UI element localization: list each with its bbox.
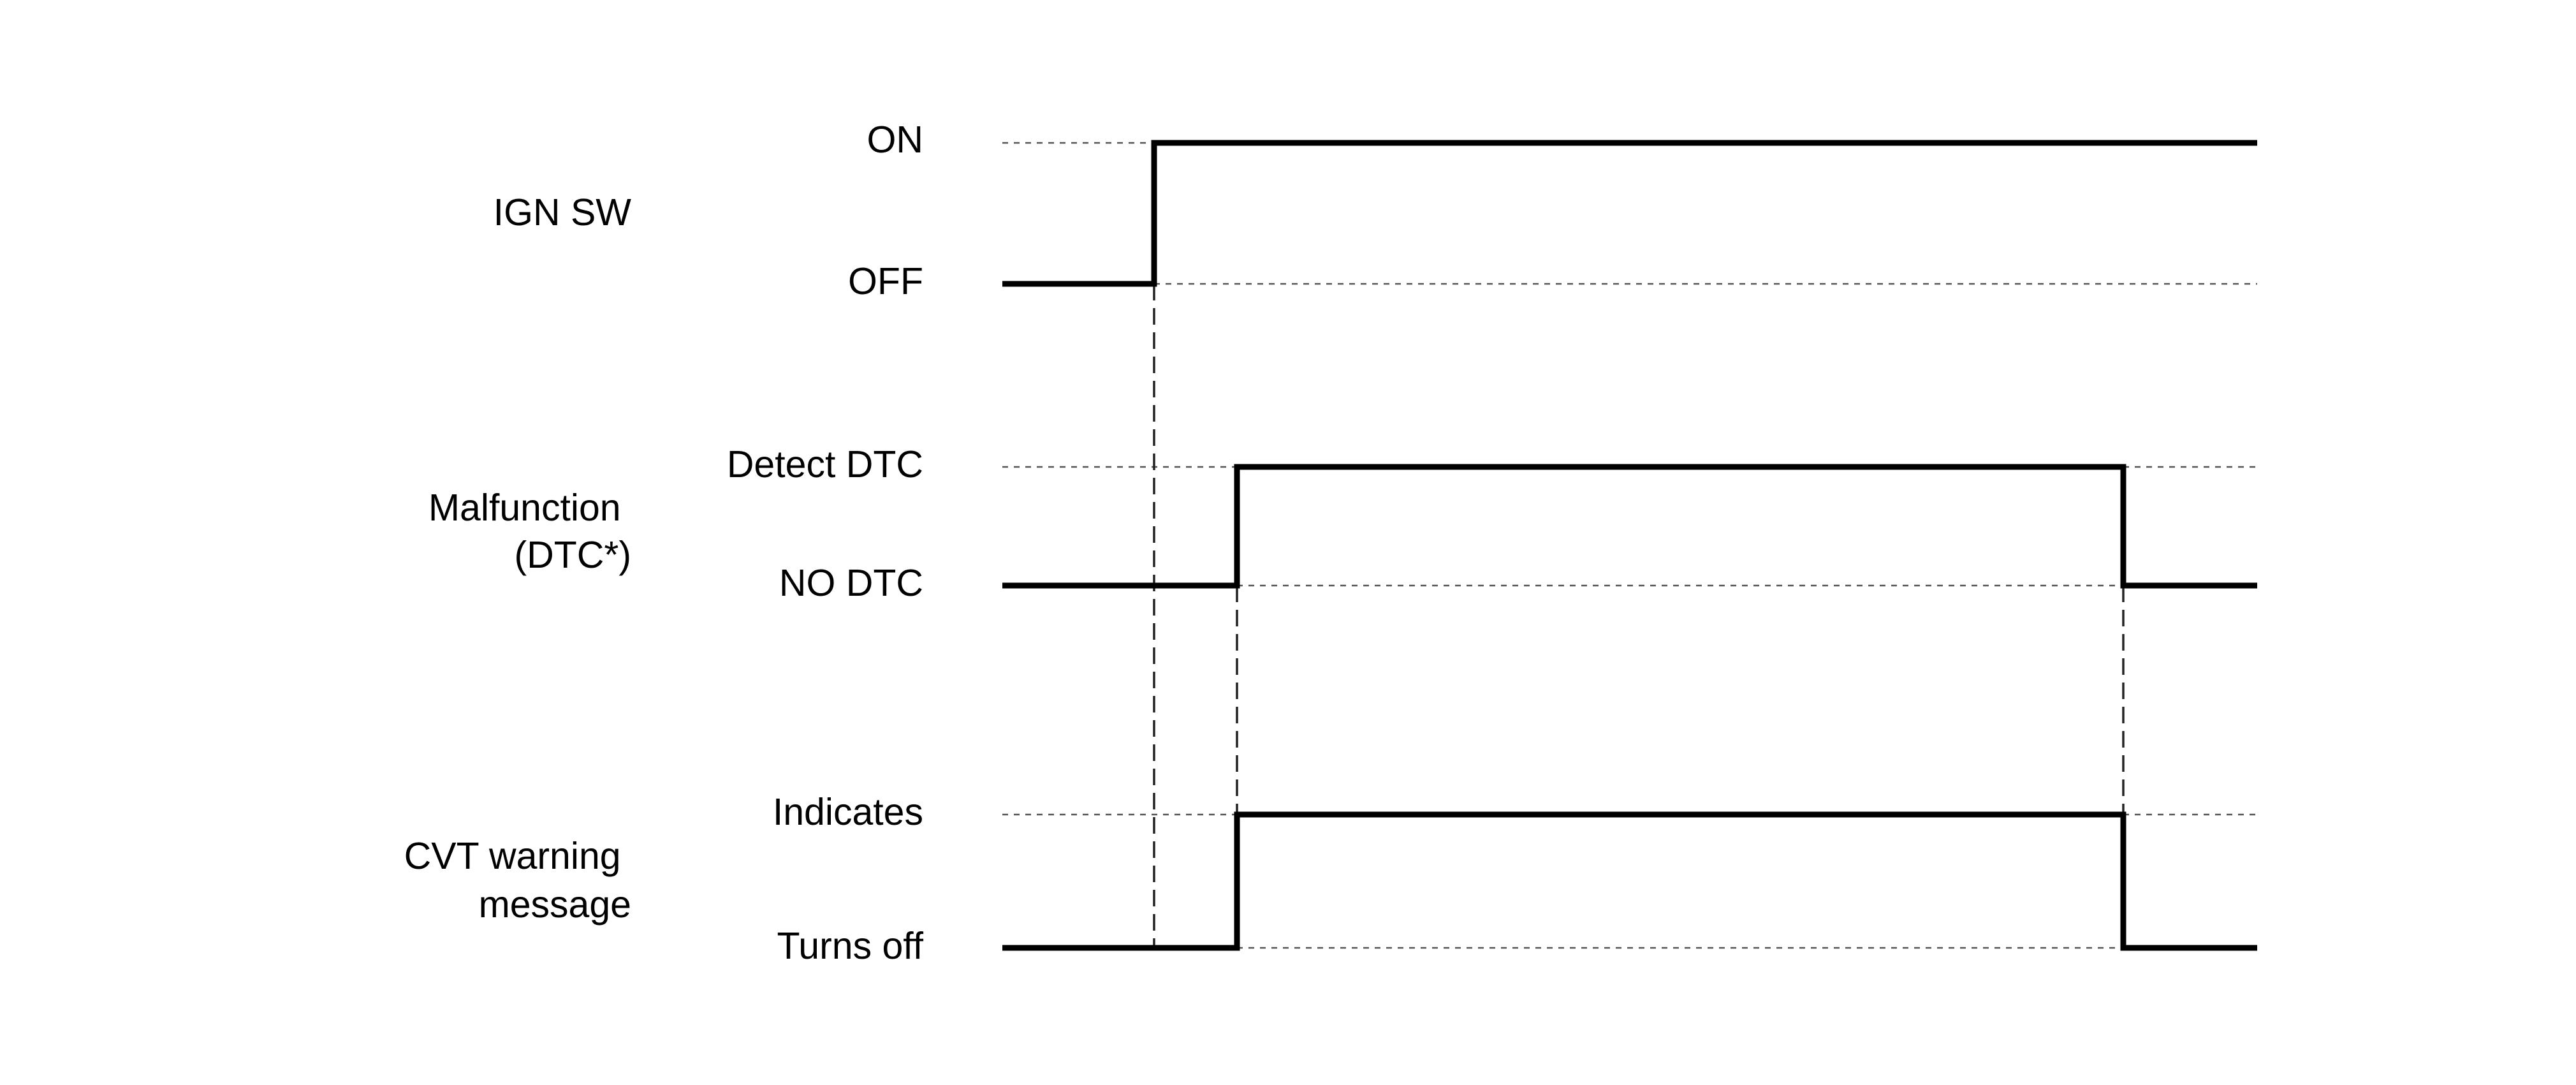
signal-names: IGN SW Malfunction (DTC*) CVT warning me… [404,191,632,926]
malfunction-dtc-waveform [1002,464,2257,589]
state-labels: ON OFF Detect DTC NO DTC Indicates Turns… [727,119,924,967]
detect-dtc-label: Detect DTC [727,443,923,485]
cvt-warning-signal-name-line-2: message [479,883,631,926]
ign-sw-waveform [1002,140,2257,287]
malfunction-signal-name: Malfunction (DTC*) [428,487,631,576]
indicates-label: Indicates [773,791,923,833]
sync-lines [1153,284,2125,948]
turns-off-label: Turns off [777,925,923,967]
cvt-warning-signal-name: CVT warning message [404,835,631,926]
ign-off-label: OFF [848,260,923,302]
ign-sw-signal-name: IGN SW [494,191,632,233]
cvt-warning-signal-name-line-1: CVT warning [404,835,621,877]
malfunction-signal-name-line-2: (DTC*) [514,534,631,576]
reference-lines [1002,142,2257,949]
ign-on-label: ON [867,119,924,161]
cvt-warning-message-waveform [1002,811,2257,951]
no-dtc-label: NO DTC [779,562,923,604]
malfunction-signal-name-line-1: Malfunction [428,487,621,529]
waveforms [1002,140,2257,951]
